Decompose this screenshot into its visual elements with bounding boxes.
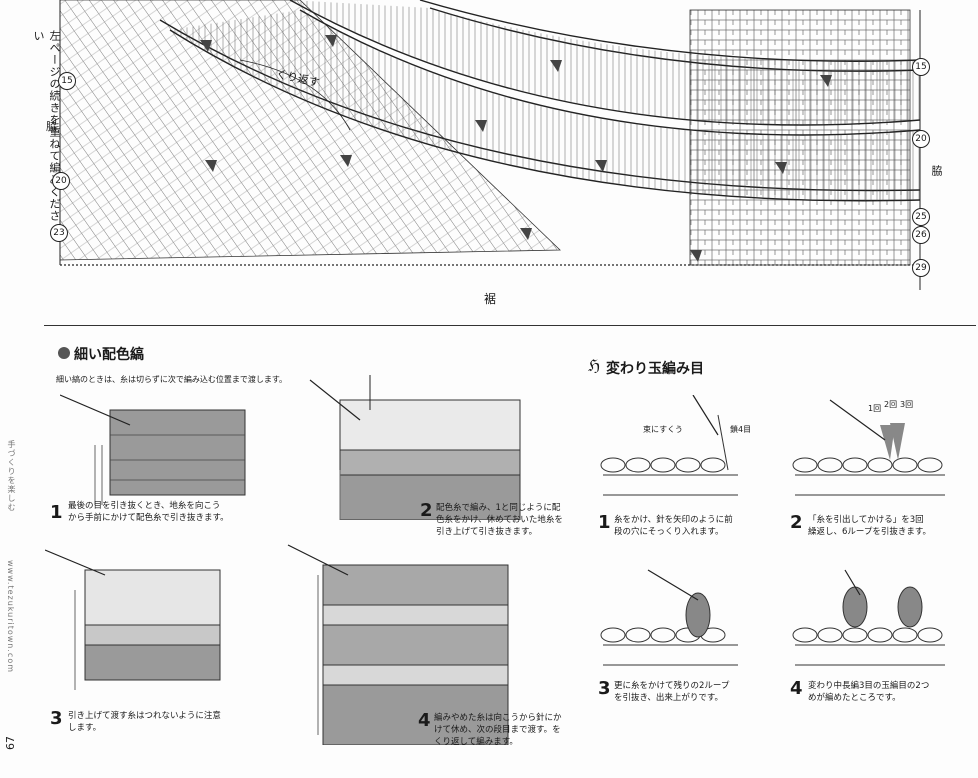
- ball-step4-number: 4: [790, 678, 803, 699]
- step1-illustration: [60, 394, 246, 505]
- label-count-3: 3回: [900, 400, 914, 409]
- row-marker-right-26: 26: [912, 226, 930, 244]
- ball-step3-number: 3: [598, 678, 611, 699]
- row-marker-right-29: 29: [912, 259, 930, 277]
- ball-step2-number: 2: [790, 512, 803, 533]
- step4-text: 編みやめた糸は向こうから針にか けて休め、次の段目まで渡す。を くり返して編みま…: [434, 713, 562, 747]
- step1-number: 1: [50, 502, 63, 523]
- left-section-intro: 細い縞のときは、糸は切らずに次で編み込む位置まで渡します。: [56, 375, 288, 384]
- ball-step3-text: 更に糸をかけて残りの2ループ を引抜き、出来上がりです。: [614, 681, 730, 703]
- left-section-icon: [58, 347, 70, 359]
- right-section-title: 変わり玉編み目: [606, 361, 704, 377]
- row-marker-left-20: 20: [52, 172, 70, 190]
- row-marker-right-20: 20: [912, 130, 930, 148]
- label-chain-4: 鎖4目: [730, 425, 752, 434]
- ball-stitch-step3-illustration: [600, 569, 738, 666]
- ball-step1-number: 1: [598, 512, 611, 533]
- right-section-icon: ℌ: [588, 356, 601, 375]
- step4-illustration: [287, 544, 509, 745]
- page-number: 67: [4, 736, 17, 750]
- row-marker-right-15: 15: [912, 58, 930, 76]
- ball-step1-text: 糸をかけ、針を矢印のように前 段の穴にそっくり入れます。: [614, 515, 733, 537]
- step4-number: 4: [418, 710, 431, 731]
- step2-illustration: [309, 375, 521, 520]
- row-marker-left-23: 23: [50, 224, 68, 242]
- row-marker-left-15: 15: [58, 72, 76, 90]
- chart-right-side-label: 脇: [930, 165, 943, 176]
- step1-text: 最後の目を引き抜くとき、地糸を向こう から手前にかけて配色糸で引き抜きます。: [68, 501, 229, 523]
- ball-step2-text: 「糸を引出してかける」を3回 繰返し、6ループを引抜きます。: [808, 515, 932, 537]
- chart-bottom-label: 裾: [484, 292, 497, 306]
- ball-stitch-step1-illustration: [600, 395, 738, 496]
- step3-illustration: [45, 549, 221, 690]
- ball-step4-text: 変わり中長編3目の玉編目の2つ めが編めたところです。: [808, 681, 930, 703]
- label-from-back: 束にすくう: [643, 425, 683, 434]
- step2-number: 2: [420, 500, 433, 521]
- chart-diagram: [59, 0, 921, 290]
- row-marker-right-25: 25: [912, 208, 930, 226]
- margin-vertical-note: 手づくりを楽しむ: [7, 440, 16, 512]
- label-count-2: 2回: [884, 400, 898, 409]
- section-divider: [44, 325, 976, 326]
- step2-text: 配色糸で編み、1と同じように配 色糸をかけ、休めておいた地糸を 引き上げて引き抜…: [436, 503, 563, 537]
- step3-text: 引き上げて渡す糸はつれないように注意 します。: [68, 711, 221, 733]
- ball-stitch-step2-illustration: [792, 399, 945, 496]
- crochet-chart: [40, 0, 940, 310]
- left-section-title: 細い配色縞: [74, 347, 144, 363]
- ball-stitch-step4-illustration: [792, 569, 945, 666]
- step3-number: 3: [50, 708, 63, 729]
- margin-vertical-url: www.tezukuritown.com: [6, 560, 15, 674]
- chart-left-side-label: 脇: [46, 120, 57, 133]
- label-count-1: 1回: [868, 404, 882, 413]
